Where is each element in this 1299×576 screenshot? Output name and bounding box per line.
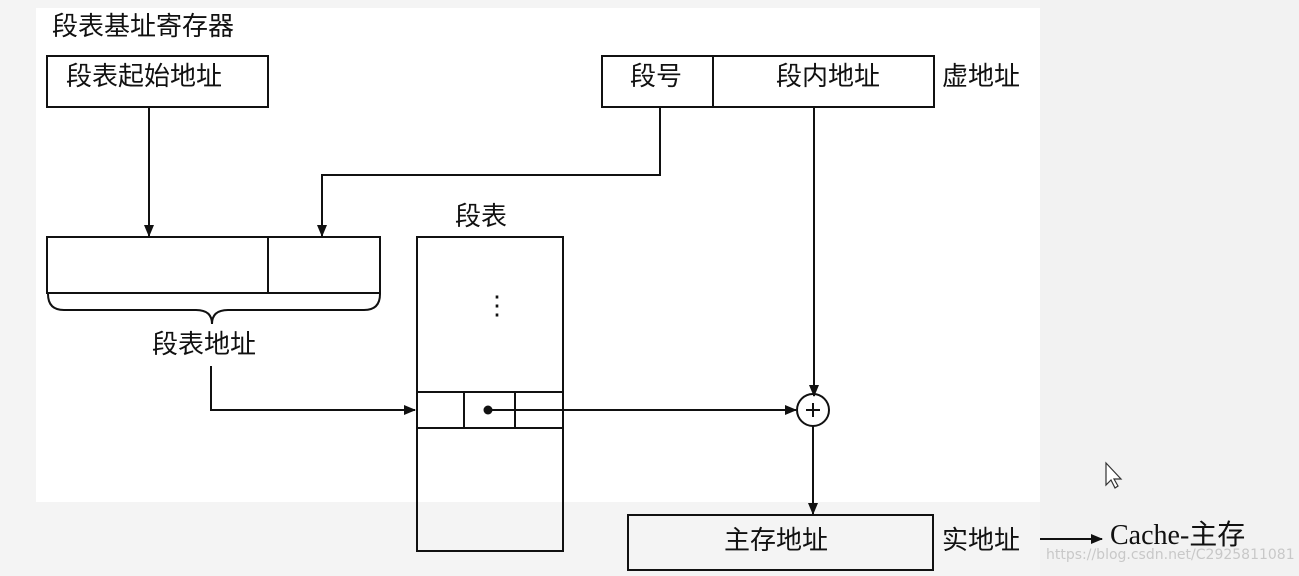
cursor-icon	[1105, 461, 1123, 489]
watermark: https://blog.csdn.net/C2925811081	[1046, 547, 1295, 563]
arrow-segno-to-register	[317, 108, 661, 237]
segment-table-address-register	[46, 236, 381, 294]
seg-table-start-address-box	[46, 55, 269, 108]
main-memory-address-box	[627, 514, 934, 571]
entry-dot	[483, 405, 493, 415]
virtual-address-box	[601, 55, 935, 108]
segment-number-label: 段号	[630, 62, 683, 92]
diagram-panel	[36, 8, 1040, 502]
segment-table-address-label: 段表地址	[152, 330, 257, 360]
seg-table-start-address-label: 段表起始地址	[66, 62, 223, 92]
segment-table-title: 段表	[455, 202, 508, 232]
cache-main-memory-label: Cache-主存	[1110, 520, 1246, 551]
register-brace	[47, 293, 381, 325]
seg-table-base-register-label: 段表基址寄存器	[52, 12, 235, 42]
main-memory-address-label: 主存地址	[724, 526, 829, 556]
background-band	[1040, 0, 1299, 576]
real-address-label: 实地址	[942, 526, 1021, 556]
segment-table-box	[416, 236, 564, 552]
arrow-addr-to-entry	[210, 366, 416, 415]
virtual-address-label: 虚地址	[942, 62, 1021, 92]
segment-offset-label: 段内地址	[776, 62, 881, 92]
